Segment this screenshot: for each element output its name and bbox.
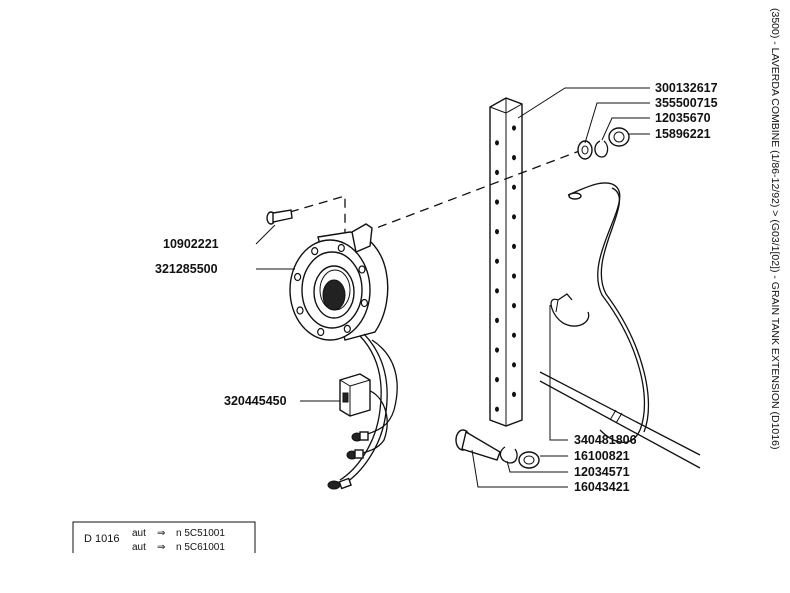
bracket-hole xyxy=(495,347,499,353)
bolt-small-part xyxy=(266,209,293,225)
label-nut-bottom: 16100821 xyxy=(574,449,630,463)
lock-washer-top-part xyxy=(594,140,609,158)
side-title: (3500) - LAVERDA COMBINE (1/86-12/92) > … xyxy=(769,8,781,449)
bracket-hole xyxy=(512,125,516,131)
info-row2-value: n 5C61001 xyxy=(176,542,225,553)
info-box: D 1016 aut ⇒ n 5C51001 aut ⇒ n 5C61001 xyxy=(72,521,256,553)
bracket-hole xyxy=(495,199,499,205)
label-lock-washer-bottom: 12034571 xyxy=(574,465,630,479)
switch-part xyxy=(339,373,371,417)
bracket-hole xyxy=(512,332,516,338)
label-cable-clip: 340481806 xyxy=(574,433,637,447)
label-bracket: 300132617 xyxy=(655,81,718,95)
flange-bolt-head xyxy=(296,306,304,315)
info-row1-value: n 5C51001 xyxy=(176,528,225,539)
bracket-hole xyxy=(512,155,516,161)
ground-cable xyxy=(567,182,650,444)
bolt-large-part xyxy=(455,429,501,461)
bracket-holes xyxy=(495,125,516,412)
alignment-line-bolt xyxy=(289,195,346,235)
tube xyxy=(539,371,701,469)
flange-bolt-head xyxy=(360,298,368,308)
label-flange-unit: 321285500 xyxy=(155,262,218,276)
bracket-hole xyxy=(512,243,516,249)
flange-bolt-head xyxy=(294,272,302,282)
label-bolt-small: 10902221 xyxy=(163,237,219,251)
bracket-hole xyxy=(495,229,499,235)
label-switch: 320445450 xyxy=(224,394,287,408)
info-row2-prefix: aut xyxy=(132,542,146,553)
label-lock-washer-top: 12035670 xyxy=(655,111,711,125)
info-row2-arrow: ⇒ xyxy=(157,542,165,553)
bracket-hole xyxy=(512,273,516,279)
cable-clip-part xyxy=(550,293,590,327)
flange-bolt-head xyxy=(337,243,345,253)
flange-unit-part xyxy=(289,223,389,341)
wire-terminals xyxy=(327,431,369,490)
nut-bottom-part xyxy=(518,451,540,469)
bracket-hole xyxy=(512,391,516,397)
flange-bolt-head xyxy=(317,327,325,337)
flange-bolt-heads xyxy=(294,243,368,337)
bracket-hole xyxy=(495,258,499,264)
bracket-hole xyxy=(512,214,516,220)
label-washer-large: 355500715 xyxy=(655,96,718,110)
info-row1-prefix: aut xyxy=(132,528,146,539)
bracket-hole xyxy=(495,377,499,383)
bracket-hole xyxy=(495,140,499,146)
bracket-hole xyxy=(512,362,516,368)
flange-bolt-head xyxy=(311,247,319,256)
bracket-hole xyxy=(495,317,499,323)
bracket-strip xyxy=(489,97,523,427)
washer-large-part xyxy=(577,140,593,160)
bracket-hole xyxy=(512,184,516,190)
info-row1-arrow: ⇒ xyxy=(157,528,165,539)
flange-bolt-head xyxy=(358,265,366,274)
bracket-hole xyxy=(495,288,499,294)
alignment-line-top xyxy=(349,149,583,239)
bracket-hole xyxy=(495,406,499,412)
label-nut-top: 15896221 xyxy=(655,127,711,141)
lock-washer-bottom-part xyxy=(499,446,518,464)
flange-bolt-head xyxy=(343,324,351,333)
info-code: D 1016 xyxy=(84,533,119,545)
bracket-hole xyxy=(495,169,499,175)
label-bolt-large: 16043421 xyxy=(574,480,630,494)
nut-top-part xyxy=(608,127,630,147)
flange-wiring xyxy=(339,333,398,485)
bracket-hole xyxy=(512,303,516,309)
leader-lines xyxy=(255,87,650,488)
